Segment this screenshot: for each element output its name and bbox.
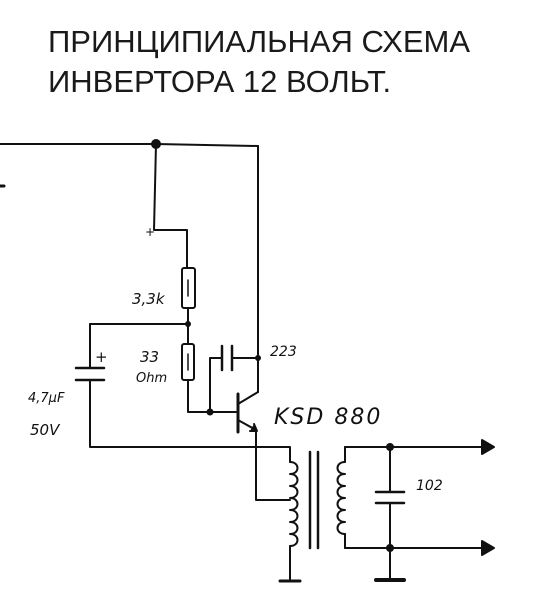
transformer-secondary-coil bbox=[336, 461, 346, 535]
arrow-output-bottom bbox=[481, 540, 495, 556]
transformer-primary-coil bbox=[289, 461, 299, 547]
wire-feedback-left bbox=[209, 357, 223, 413]
bias-polarity-label: + bbox=[145, 225, 155, 239]
cap-output-label: 102 bbox=[416, 478, 443, 494]
wire-lower-to-base bbox=[187, 379, 239, 413]
arrow-output-top bbox=[481, 439, 495, 455]
transistor-collector bbox=[237, 391, 259, 405]
wire-emitter-down bbox=[255, 429, 291, 501]
wire-top-rail bbox=[0, 143, 259, 147]
wire-cap-left-bottom bbox=[89, 379, 257, 448]
resistor-lower-value: 33 bbox=[140, 348, 159, 366]
transistor-label: KSD 880 bbox=[274, 405, 382, 430]
transformer-primary-top-lead bbox=[255, 446, 291, 463]
cap-left-polarity: + bbox=[95, 348, 108, 366]
cap-left-value: 4,7μF bbox=[28, 391, 65, 406]
title-line-2: ИНВЕРТОРА 12 ВОЛЬТ. bbox=[48, 64, 392, 99]
title-line-1: ПРИНЦИПИАЛЬНАЯ СХЕМА bbox=[48, 24, 471, 59]
resistor-upper-label: 3,3k bbox=[132, 290, 166, 308]
resistor-lower-unit: Ohm bbox=[136, 371, 167, 386]
cap-left-voltage: 50V bbox=[30, 421, 61, 439]
wire-bias-branch bbox=[153, 143, 188, 269]
diagram-title: ПРИНЦИПИАЛЬНАЯ СХЕМА ИНВЕРТОРА 12 ВОЛЬТ. bbox=[48, 22, 538, 102]
cap-feedback-label: 223 bbox=[270, 344, 297, 360]
